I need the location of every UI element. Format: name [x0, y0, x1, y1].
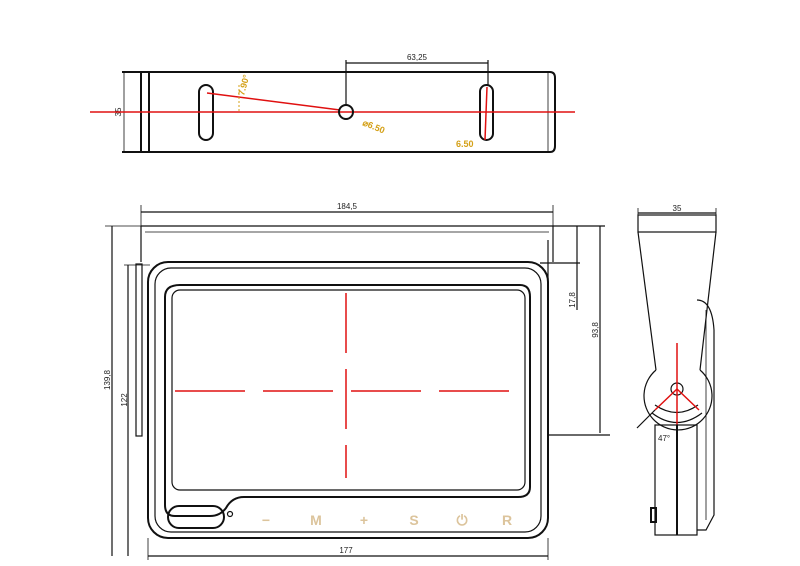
angle-label: 7.90°: [236, 73, 251, 96]
power-button[interactable]: ⏻: [456, 512, 467, 528]
menu-button[interactable]: M: [310, 512, 322, 528]
screen: [164, 284, 531, 517]
spacing-dim-label: 63,25: [407, 53, 428, 62]
bracket-arm: [637, 231, 717, 371]
tilt-angle-label: 47°: [658, 434, 670, 443]
bracket-width-label: 184,5: [337, 202, 358, 211]
side-button[interactable]: [650, 507, 657, 523]
reset-button[interactable]: R: [502, 512, 512, 528]
monitor-width-label: 177: [339, 546, 353, 555]
side-view: 35 47°: [636, 204, 717, 536]
minus-button[interactable]: −: [262, 512, 270, 528]
bracket-outline: [140, 225, 610, 436]
monitor-back: [696, 299, 715, 531]
hole-diameter-label: ⌀6.50: [361, 118, 386, 136]
slot-width-label: 6.50: [456, 139, 474, 149]
pivot-disc: [643, 369, 713, 431]
bracket-height-label: 93,8: [591, 322, 600, 338]
total-height-label: 139,8: [103, 369, 112, 390]
logo-oval: [167, 505, 225, 529]
ir-sensor: [226, 510, 234, 518]
monitor-height-label: 122: [120, 393, 129, 407]
source-button[interactable]: S: [409, 512, 418, 528]
plus-button[interactable]: +: [360, 512, 368, 528]
monitor-outer: [147, 261, 549, 539]
bracket-side-left: [135, 263, 143, 437]
front-view: 184,5 139,8 122 17,8 93,8 − M + S ⏻ R: [103, 202, 610, 560]
depth-dim-label: 35: [673, 204, 682, 213]
top-view: 35 63,25 7.90° ⌀6.50 6.50: [90, 53, 575, 153]
offset-dim-label: 17,8: [568, 292, 577, 308]
bracket-top: [637, 214, 717, 233]
